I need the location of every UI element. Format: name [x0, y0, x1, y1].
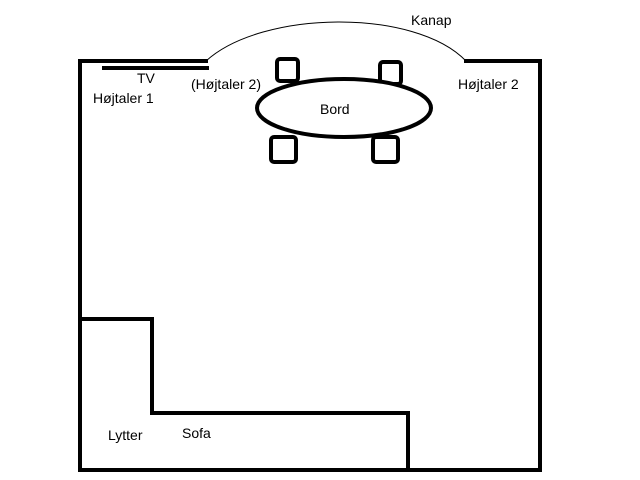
chair-top-left: [275, 57, 300, 83]
chair-bottom-right: [371, 135, 400, 164]
dining-table: [255, 77, 433, 139]
room-walls: [78, 59, 542, 472]
chair-bottom-left: [269, 135, 298, 164]
speaker-alt-label: (Højtaler 2): [191, 76, 261, 92]
speaker-right-label: Højtaler 2: [458, 76, 519, 92]
listener-label: Lytter: [108, 427, 143, 443]
sofa-label: Sofa: [182, 425, 211, 441]
speaker-left-label: Højtaler 1: [93, 90, 154, 106]
table-label: Bord: [320, 101, 350, 117]
sofa-outline: [80, 317, 410, 468]
canopy-arc: [205, 21, 467, 62]
canopy-label: Kanap: [411, 12, 452, 28]
tv-label: TV: [137, 70, 156, 86]
